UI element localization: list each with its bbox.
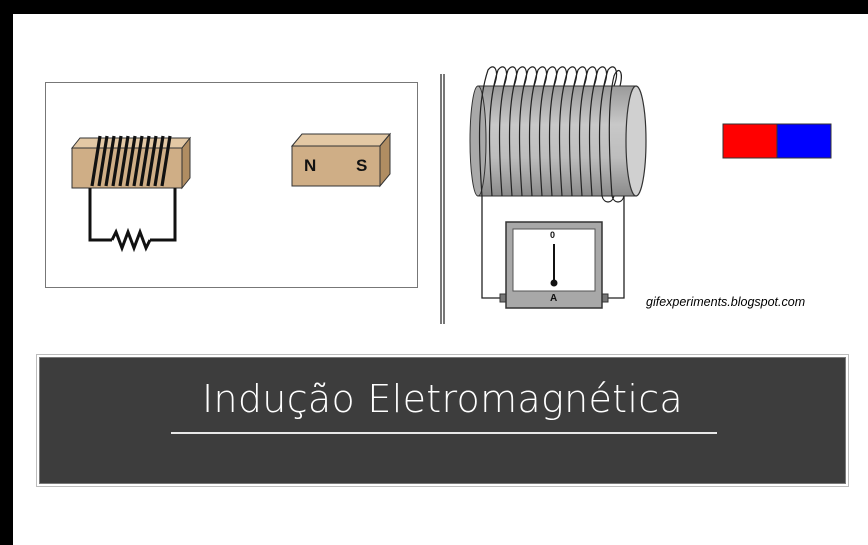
ammeter-zero-label: 0 bbox=[550, 230, 556, 240]
bar-magnet bbox=[290, 132, 392, 188]
slide-title: Indução Eletromagnética bbox=[202, 377, 683, 421]
title-underline bbox=[171, 432, 717, 434]
ammeter bbox=[499, 221, 609, 309]
panel-divider bbox=[440, 74, 445, 324]
solenoid-cylinder bbox=[469, 85, 647, 197]
ammeter-unit-label: A bbox=[550, 293, 558, 304]
title-banner: Indução Eletromagnética bbox=[36, 354, 849, 487]
top-border bbox=[0, 0, 868, 14]
red-blue-magnet bbox=[722, 123, 832, 159]
resistor-circuit bbox=[88, 188, 177, 253]
source-credit: gifexperiments.blogspot.com bbox=[646, 295, 806, 309]
ammeter-leads bbox=[481, 196, 625, 299]
coil-windings bbox=[90, 135, 172, 187]
magnet-pole-s-label: S bbox=[356, 156, 368, 175]
magnet-pole-n-label: N bbox=[304, 156, 317, 175]
left-border bbox=[0, 0, 13, 545]
solenoid-windings bbox=[478, 66, 625, 203]
